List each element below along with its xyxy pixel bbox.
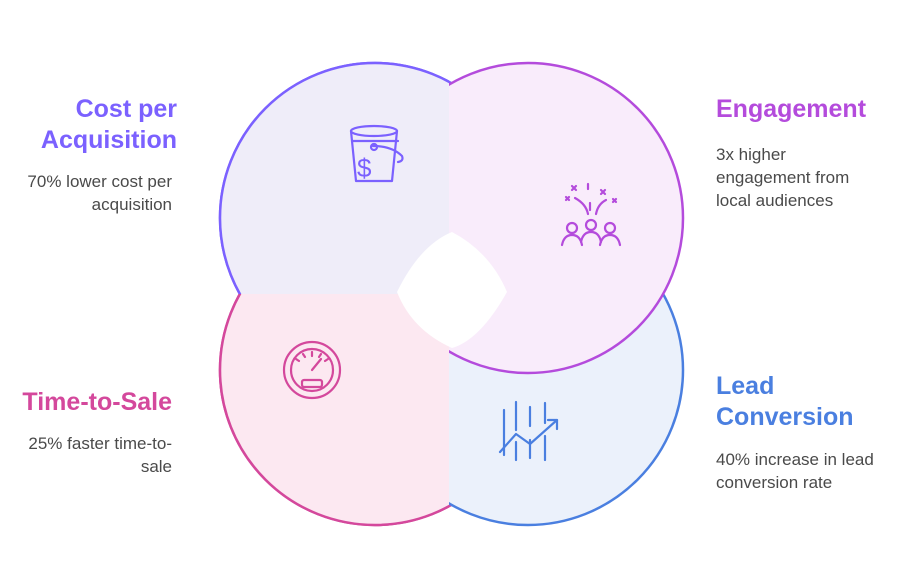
money-bucket-icon: $ [349,124,404,183]
center-hole [397,232,507,348]
cost-title-line1: Cost per [75,95,177,123]
cost-desc-line2: acquisition [91,195,172,214]
lead-title-line2: Conversion [716,403,854,431]
interlace-patch-time-over-cost [218,294,449,527]
cost-desc-line1: 70% lower cost per [27,172,172,191]
svg-text:$: $ [357,153,372,183]
time-desc-line1: 25% faster time-to- [28,434,172,453]
celebrating-audience-icon [560,182,622,247]
lead-desc-line1: 40% increase in lead [716,450,874,469]
engagement-title: Engagement [716,95,867,123]
lead-title-line1: Lead [716,372,775,400]
time-desc-line2: sale [140,457,172,476]
engagement-desc-line2: engagement from [716,168,850,187]
trend-chart-icon [498,400,559,462]
time-title: Time-to-Sale [22,388,172,416]
speedometer-icon [282,340,342,400]
engagement-desc-line1: 3x higher [716,145,786,164]
cost-title-line2: Acquisition [40,126,177,154]
interlace-patch-cost-over-engagement [218,61,449,294]
engagement-desc-line3: local audiences [716,191,834,210]
lead-desc-line2: conversion rate [716,473,833,492]
